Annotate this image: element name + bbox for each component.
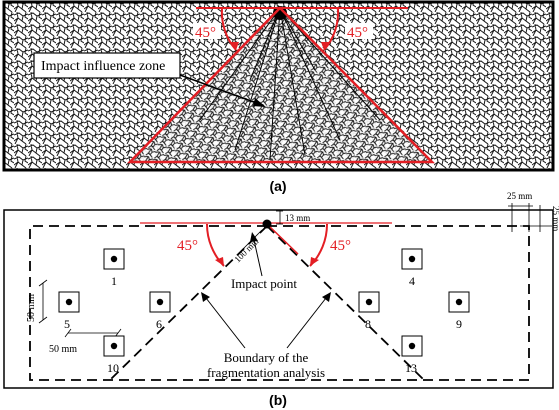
sensor-9: 9 (448, 291, 470, 331)
sensor-6: 6 (149, 291, 171, 331)
boundary-diagonal-right (266, 225, 425, 381)
dim-50mm-h-tick-left (64, 328, 72, 338)
svg-text:13: 13 (405, 361, 417, 375)
specimen-outline (3, 209, 554, 389)
impact-point-arrowhead (250, 232, 258, 242)
dim-50mm-v-tick-top (38, 279, 48, 287)
dim-50mm-v-tick-bottom (38, 316, 48, 324)
sensor-8: 8 (358, 291, 380, 331)
boundary-label-line1: Boundary of the (224, 350, 309, 365)
boundary-diagonal-left (109, 225, 268, 381)
caption-a: (a) (269, 178, 286, 194)
zone-label-arrowhead (253, 98, 266, 107)
dense-fracture-region (130, 8, 432, 162)
dim-50mm-v-label: 50 mm (26, 294, 37, 322)
sensor-10: 10 (103, 335, 125, 375)
right-diagonal-red (266, 223, 299, 255)
boundary-label-line2: fragmentation analysis (207, 365, 325, 380)
caption-b: (b) (269, 392, 287, 408)
svg-text:10: 10 (107, 361, 119, 375)
boundary-arrowhead-left (201, 292, 210, 302)
svg-text:9: 9 (456, 317, 462, 331)
dim-25mm-side-label: 25 mm (551, 206, 559, 231)
boundary-arrowhead-right (322, 292, 331, 302)
svg-text:5: 5 (64, 317, 70, 331)
dim-25mm-top-label: 25 mm (507, 191, 532, 201)
angle-label-left-b: 45° (177, 238, 198, 254)
angle-label-left-bg (193, 23, 221, 39)
sensor-1: 1 (103, 248, 125, 288)
angle-arrow-left-b (215, 257, 224, 266)
impact-point-label: Impact point (231, 276, 297, 291)
svg-text:6: 6 (156, 317, 162, 331)
svg-text:4: 4 (409, 274, 415, 288)
panel-a: 45° 45° Impact influence zone (2, 0, 555, 172)
impact-point-marker (262, 219, 272, 229)
angle-label-right-b: 45° (330, 238, 351, 254)
angle-arrow-right-b (310, 257, 319, 266)
angle-label-left: 45° (195, 25, 216, 41)
zone-label-box (33, 52, 181, 79)
zone-label-leader (179, 74, 263, 106)
boundary-leader-left (205, 297, 246, 349)
boundary-leader-right (286, 297, 327, 349)
zone-label: Impact influence zone (41, 59, 165, 74)
angle-arrow-left (229, 42, 239, 50)
panel-b: 45° 45° 13 mm 100 mm 25 mm 25 mm 50 mm 5… (3, 191, 559, 389)
angle-arrow-right (321, 42, 331, 50)
svg-text:8: 8 (365, 317, 371, 331)
svg-text:1: 1 (111, 274, 117, 288)
impact-influence-triangle (127, 6, 435, 164)
fragmentation-boundary (29, 225, 530, 381)
sensor-5: 5 (58, 291, 80, 331)
sensor-13: 13 (401, 335, 423, 375)
radial-cracks (199, 7, 381, 161)
impact-point-leader (253, 239, 263, 277)
impact-crater (273, 6, 287, 20)
angle-label-right-bg (345, 23, 373, 39)
sensor-4: 4 (401, 248, 423, 288)
angle-label-right: 45° (347, 25, 368, 41)
dim-13mm-label: 13 mm (285, 213, 310, 223)
dim-50mm-h-label: 50 mm (49, 344, 77, 355)
